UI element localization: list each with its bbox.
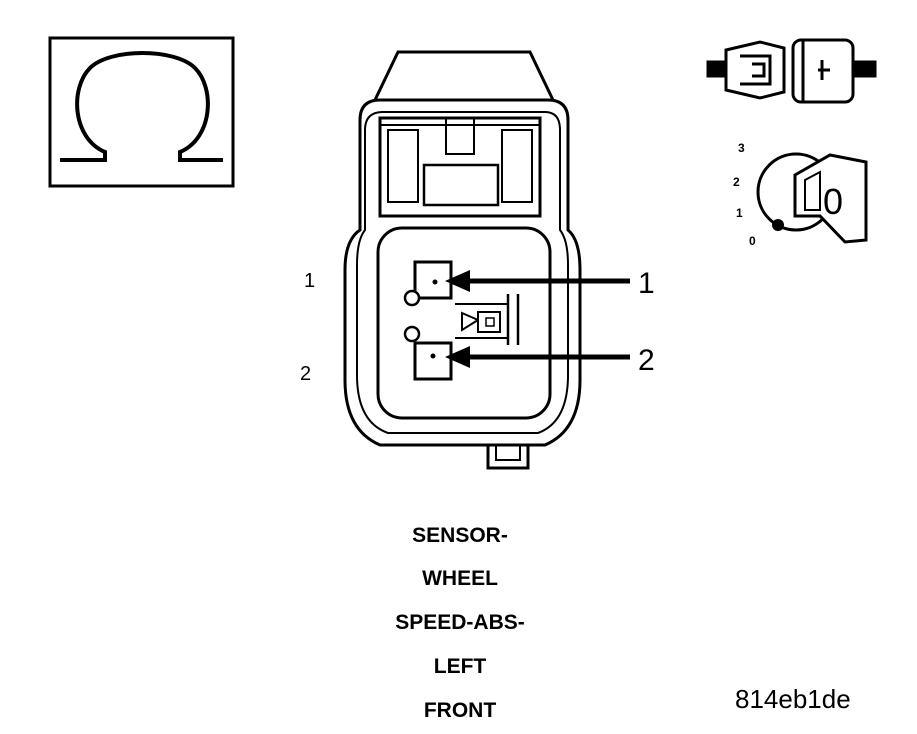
connector-caption-line-3: SPEED-ABS- — [395, 611, 525, 634]
figure-code: 814eb1de — [735, 684, 851, 714]
ignition-position-0: 0 — [749, 234, 756, 248]
pin-terminals — [403, 260, 520, 381]
connector-face — [343, 50, 582, 470]
ohm-icon — [48, 36, 235, 188]
pin-label-left-2: 2 — [300, 363, 311, 385]
pin-arrows — [445, 270, 630, 368]
ignition-position-2: 2 — [733, 175, 740, 189]
connector-caption-line-2: WHEEL — [422, 567, 498, 590]
pin-label-left-1: 1 — [304, 270, 315, 292]
ignition-position-3: 3 — [738, 141, 745, 155]
ignition-position-1: 1 — [736, 206, 743, 220]
key-position-label: 0 — [823, 181, 843, 222]
connector-caption-line-5: FRONT — [423, 699, 497, 722]
pin-label-right-2: 2 — [638, 344, 655, 377]
connector-disconnected-icon — [706, 38, 877, 104]
connector-caption-line-1: SENSOR- — [412, 524, 508, 547]
ignition-key-icon: 3 2 1 0 0 — [733, 141, 868, 248]
connector-caption-line-4: LEFT — [433, 655, 487, 678]
pin-label-right-1: 1 — [638, 267, 655, 300]
